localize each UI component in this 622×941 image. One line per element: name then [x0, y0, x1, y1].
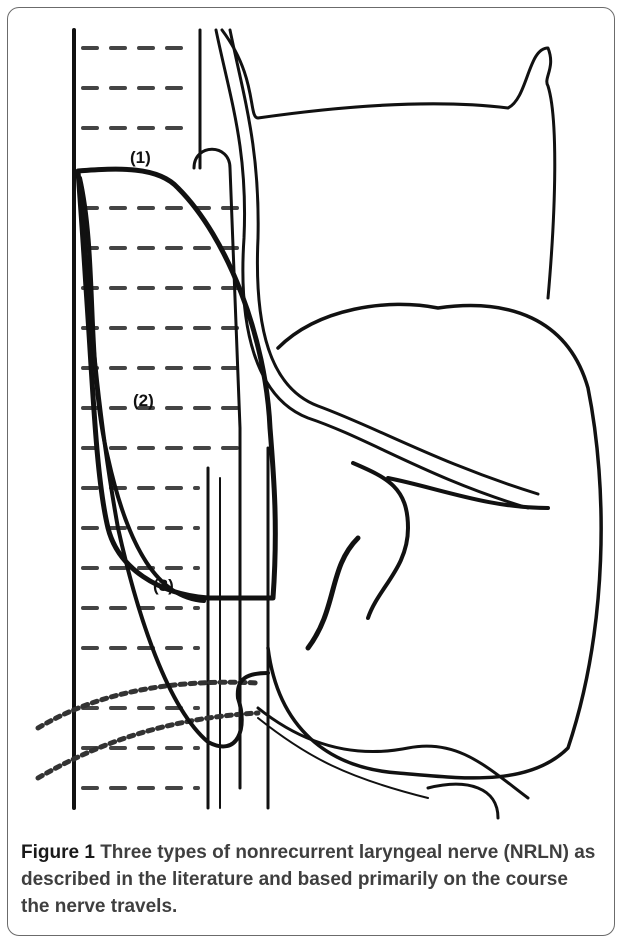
nrln-route-1: [78, 169, 275, 598]
vagus-nerve: [216, 30, 528, 508]
nrln-illustration: (1) (2) (3): [8, 8, 614, 838]
thyroid-lobe: [268, 304, 601, 777]
figure-caption: Figure 1 Three types of nonrecurrent lar…: [21, 839, 601, 920]
caption-label: Figure 1: [21, 842, 95, 863]
thyroid-cartilage: [222, 30, 555, 298]
caption-text: Three types of nonrecurrent laryngeal ne…: [21, 842, 595, 917]
figure-frame: (1) (2) (3) Figure 1 Three types of nonr…: [7, 7, 615, 936]
route-label-3: (3): [153, 576, 174, 595]
route-label-1: (1): [130, 148, 151, 167]
inferior-vessels: [258, 708, 528, 798]
route-label-2: (2): [133, 391, 154, 410]
